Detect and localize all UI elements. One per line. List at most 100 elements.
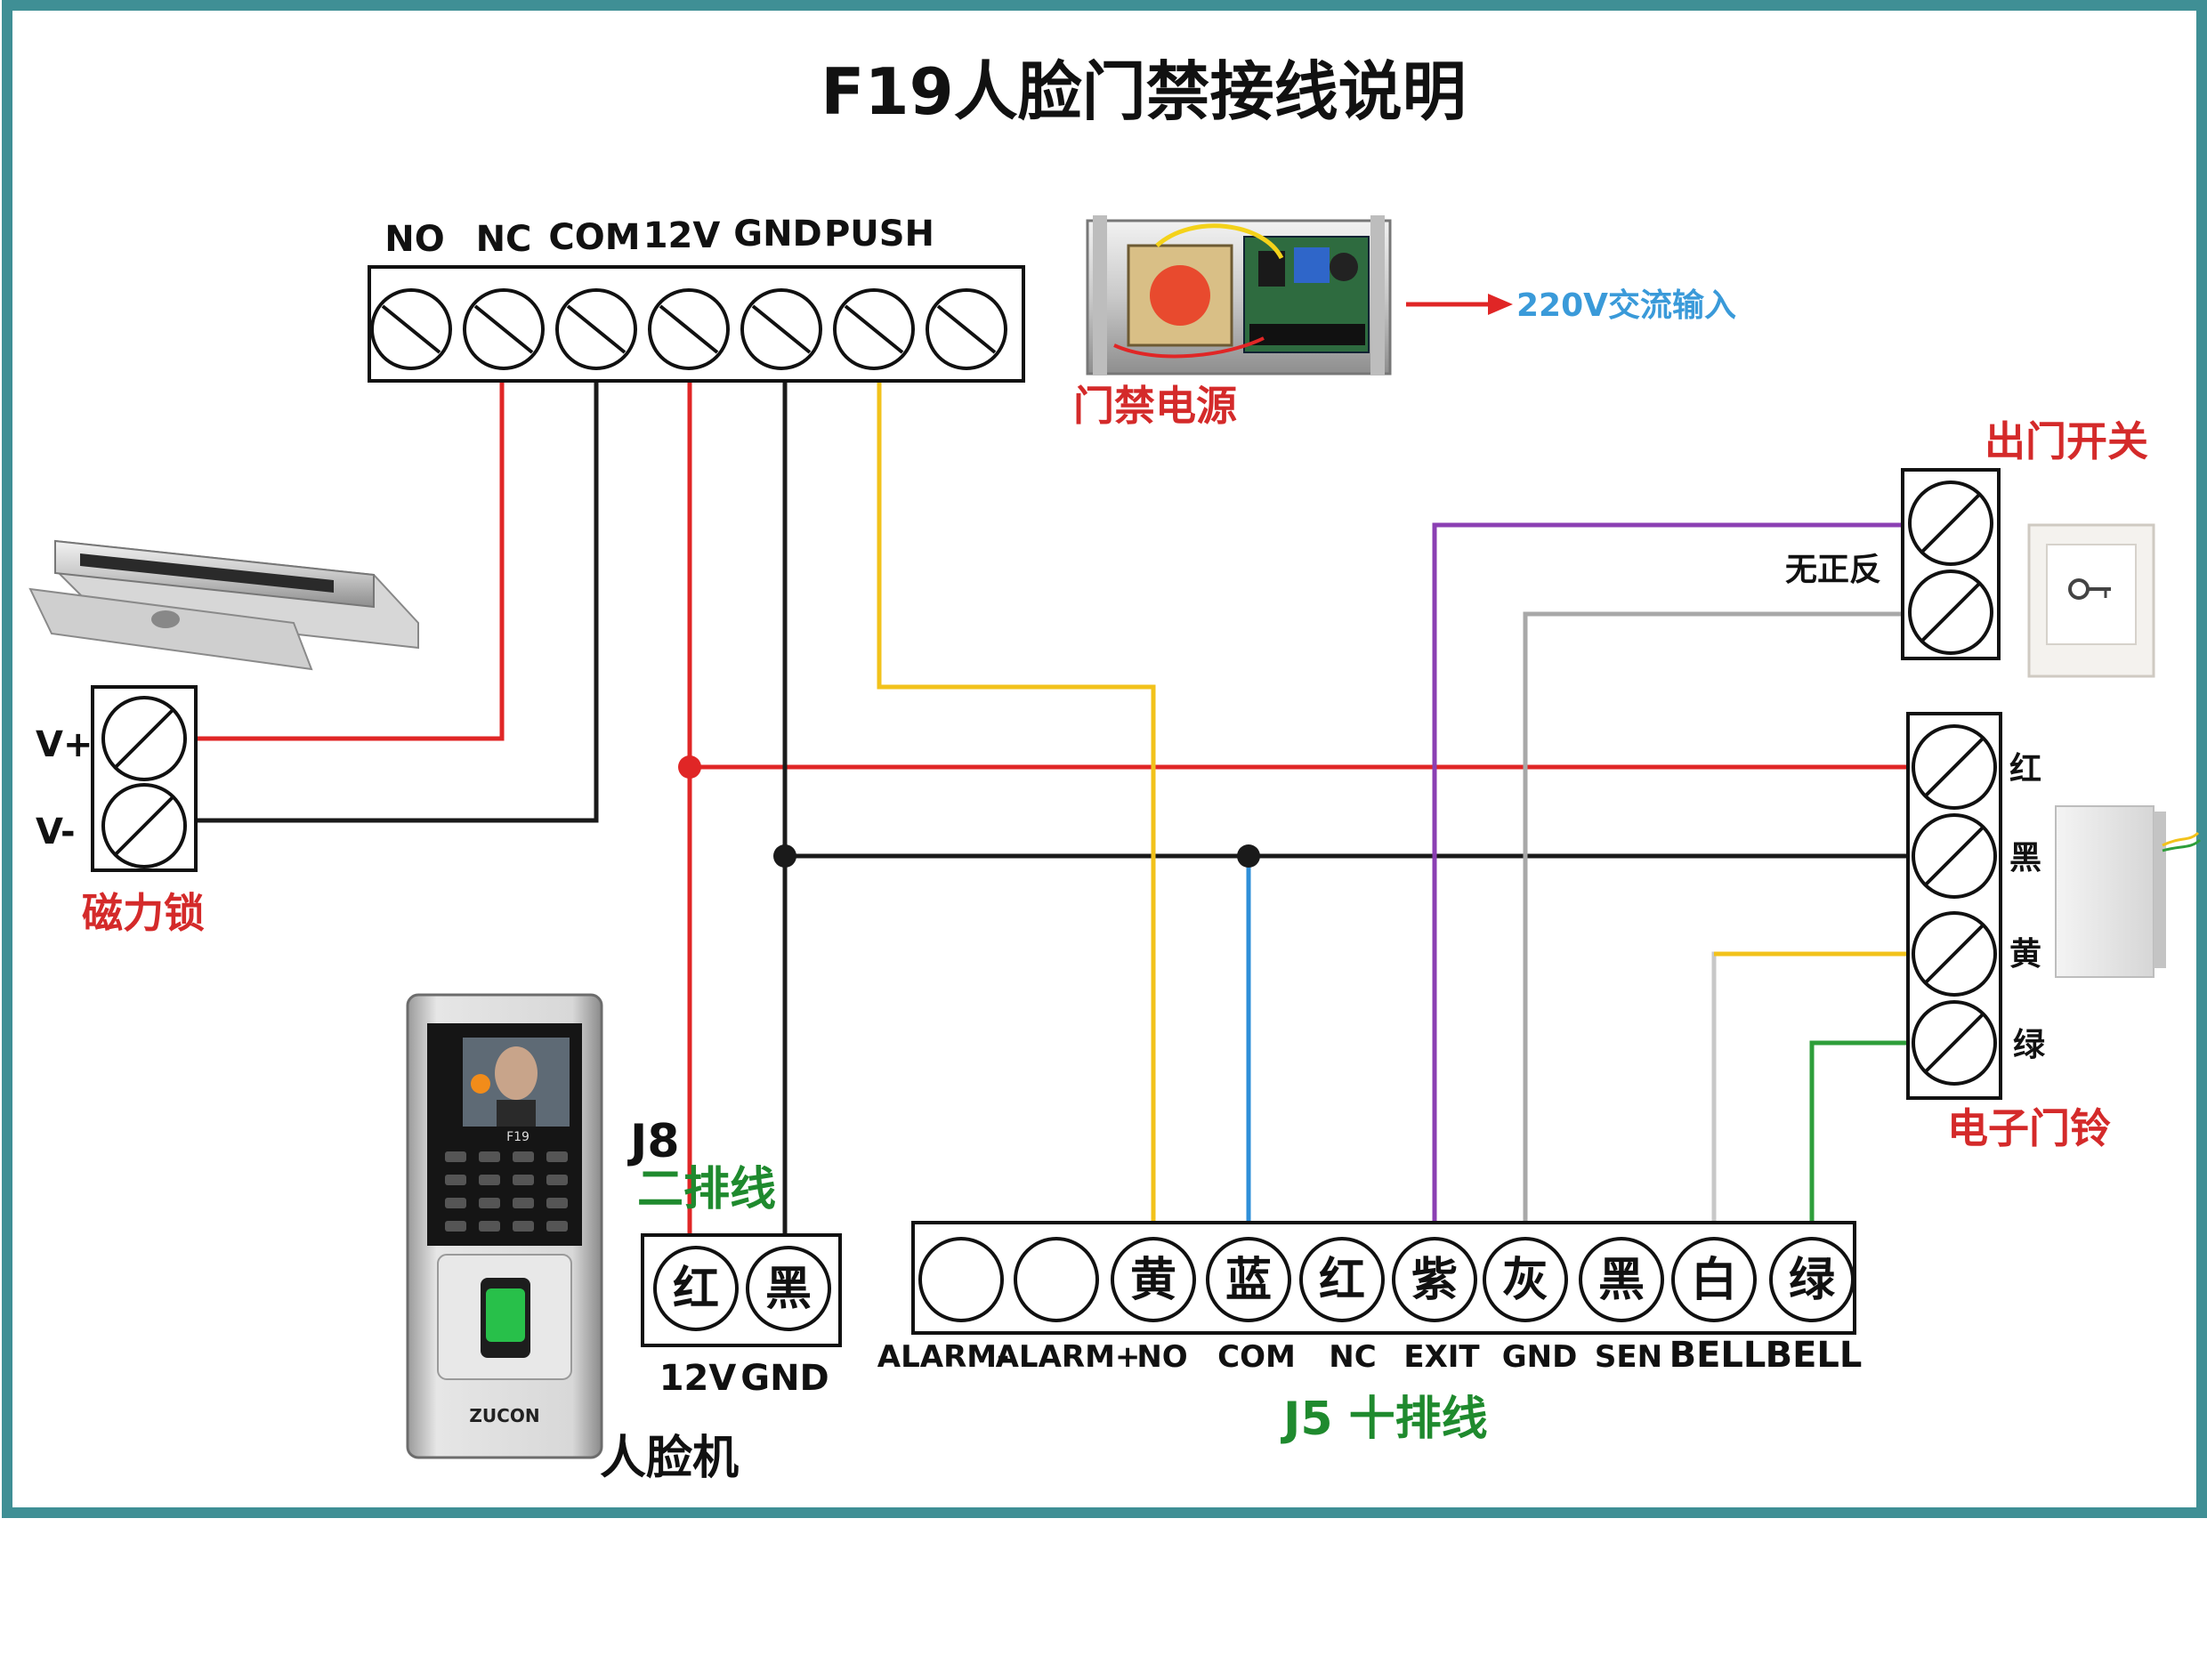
device-brand-label: ZUCON (469, 1405, 539, 1426)
j5-wire-label: 蓝 (1225, 1254, 1272, 1307)
face-device-image: F19 ZUCON (406, 993, 603, 1459)
wire-yellow-push (877, 365, 1156, 1246)
j5-slot (1671, 1237, 1757, 1322)
j5-wire-label: 白 (1691, 1254, 1737, 1307)
power-supply-caption: 门禁电源 (1073, 382, 1237, 430)
keypad-key (445, 1175, 466, 1185)
j5-wire-label: 紫 (1411, 1254, 1458, 1307)
keypad-key (445, 1221, 466, 1232)
keypad-key (546, 1151, 568, 1162)
junction-red (678, 755, 701, 779)
wire-green-bell (1809, 1040, 1936, 1246)
bell-wire-green: 绿 (2013, 1027, 2046, 1063)
exit-switch-caption: 出门开关 (1985, 417, 2148, 465)
doorbell-caption: 电子门铃 (1947, 1104, 2111, 1152)
ps-pin-nc: NC (476, 219, 532, 260)
j5-pin-label: BELL (1669, 1335, 1766, 1376)
ps-pin-com: COM (548, 217, 640, 258)
keypad-key (479, 1198, 500, 1208)
j5-slot (1111, 1237, 1196, 1322)
mag-lock-caption: 磁力锁 (82, 889, 205, 937)
doorbell-terminal (1906, 712, 2002, 1100)
wire-red-lock (189, 374, 505, 741)
ps-screw-slot (659, 304, 719, 354)
j5-pin-label: SEN (1595, 1339, 1662, 1375)
face-device-caption: 人脸机 (600, 1432, 739, 1485)
j5-pin-label: EXIT (1403, 1339, 1480, 1375)
keypad-key (445, 1198, 466, 1208)
j5-pin-label: NC (1329, 1339, 1376, 1375)
exit-button-image (2027, 523, 2155, 678)
j5-pin-label: BELL (1766, 1335, 1863, 1376)
keypad-key (479, 1221, 500, 1232)
ps-pin-push: PUSH (824, 214, 934, 254)
exit-switch-note: 无正反 (1785, 552, 1881, 588)
j5-pin-label: ALARM+ (996, 1339, 1141, 1375)
wire-black-lock (189, 374, 599, 823)
ps-screw-slot (936, 304, 997, 354)
device-model-label: F19 (506, 1130, 530, 1144)
keypad-key (513, 1198, 534, 1208)
bell-wire-yellow: 黄 (2009, 936, 2041, 973)
exit-switch-terminal (1901, 468, 2001, 660)
wires (189, 365, 1938, 1265)
j5-title: J5 十排线 (1281, 1393, 1488, 1446)
ps-pin-no: NO (384, 219, 444, 260)
j8-pin-12v: 12V (659, 1358, 737, 1399)
j5-wire-label: 绿 (1789, 1254, 1836, 1307)
j8-title: J8 (627, 1115, 680, 1168)
ps-screw-slot (473, 304, 534, 354)
wire-gray-exit (1523, 611, 1938, 1246)
keypad-key (445, 1151, 466, 1162)
j5-wire-label: 黄 (1130, 1254, 1176, 1307)
j5-slot (1206, 1237, 1291, 1322)
junction-black-2 (1237, 844, 1260, 868)
keypad-key (479, 1175, 500, 1185)
arrow-head-icon (1488, 294, 1513, 315)
j5-pin-label: COM (1217, 1339, 1296, 1375)
keypad-key (479, 1151, 500, 1162)
power-terminal-block: NO NC COM 12V GND PUSH (368, 214, 1025, 383)
ps-pin-gnd: GND (733, 214, 822, 254)
mag-lock-image (28, 539, 419, 671)
doorbell-image (2055, 805, 2202, 978)
junction-black-1 (773, 844, 796, 868)
diagram-title: F19人脸门禁接线说明 (821, 54, 1466, 129)
wire-purple-exit (1432, 522, 1938, 1246)
lock-pin-vminus: V- (36, 812, 76, 852)
j5-pin-label: GND (1502, 1339, 1578, 1375)
j8-subtitle: 二排线 (637, 1163, 776, 1216)
ps-screw-slot (751, 304, 812, 354)
keypad-key (546, 1221, 568, 1232)
ps-screw-slot (381, 304, 441, 354)
j5-pin-label: ALARM- (877, 1339, 1009, 1375)
ps-screw-slot (566, 304, 627, 354)
power-supply-image (1086, 215, 1392, 376)
keypad-key (513, 1175, 534, 1185)
mag-lock-terminal (91, 685, 198, 872)
j5-pin-label: NO (1136, 1339, 1187, 1375)
keypad-key (513, 1151, 534, 1162)
j5-slot (1483, 1237, 1568, 1322)
ps-pin-12v: 12V (643, 215, 721, 256)
j5-wire-label: 灰 (1502, 1254, 1548, 1307)
bell-wire-red: 红 (2009, 751, 2041, 788)
j5-slot (1014, 1237, 1099, 1322)
j5-slot (918, 1237, 1004, 1322)
j5-wire-label: 黑 (1598, 1254, 1645, 1307)
bell-wire-black: 黑 (2009, 840, 2041, 876)
keypad-key (546, 1198, 568, 1208)
j5-wire-label: 红 (1319, 1254, 1365, 1307)
j8-wire-red: 红 (673, 1263, 719, 1316)
lock-pin-vplus: V+ (36, 724, 93, 765)
j5-slot (1299, 1237, 1385, 1322)
j5-slot (1769, 1237, 1855, 1322)
keypad-key (513, 1221, 534, 1232)
ps-screw-slot (844, 304, 904, 354)
j5-slot (1579, 1237, 1664, 1322)
j8-pin-gnd: GND (740, 1358, 829, 1399)
j5-slot (1392, 1237, 1477, 1322)
j8-wire-black: 黑 (765, 1263, 812, 1316)
